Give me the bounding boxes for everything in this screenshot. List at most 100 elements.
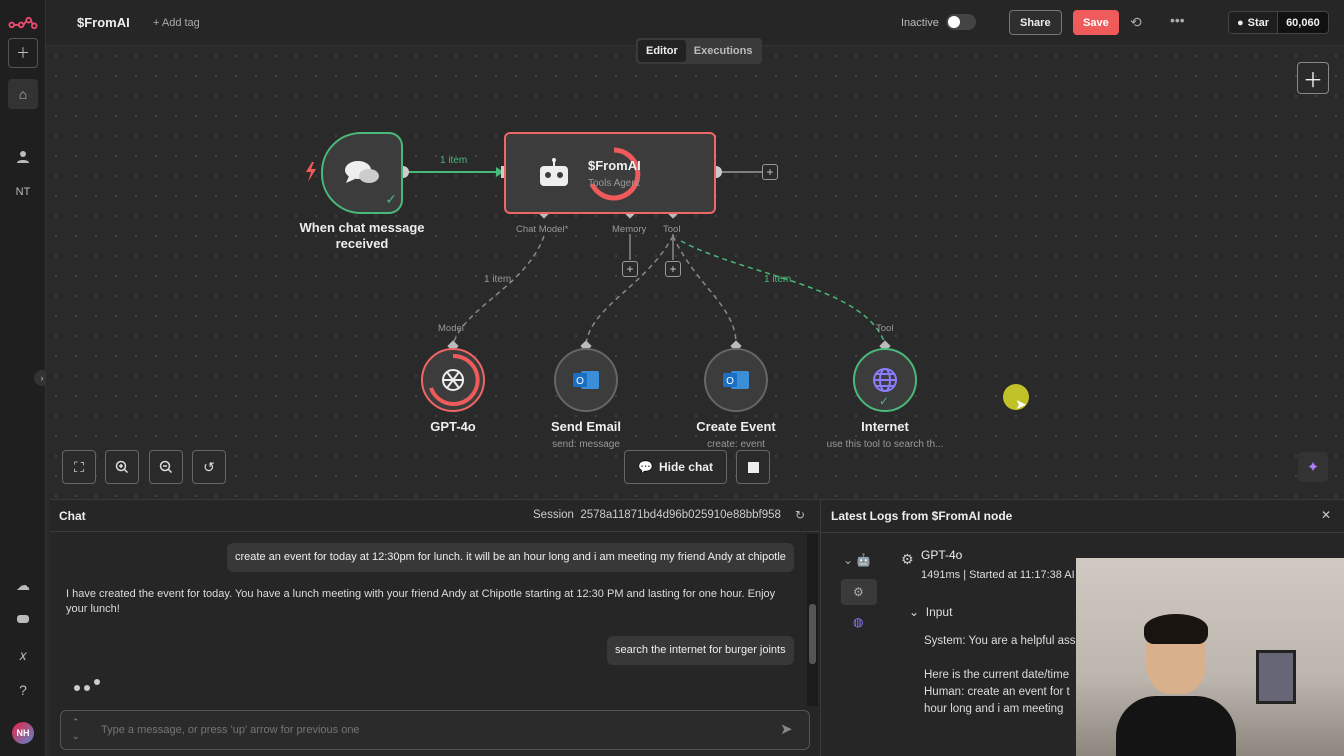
- hide-chat-label: Hide chat: [658, 460, 713, 474]
- session-id: 2578a11871bd4d96b025910e88bbf958: [580, 509, 781, 521]
- share-button[interactable]: Share: [1009, 10, 1062, 35]
- port-label-model: Model: [438, 323, 464, 334]
- svg-text:O: O: [726, 376, 734, 387]
- typing-indicator: [74, 678, 104, 696]
- outlook-icon: O: [723, 371, 749, 389]
- chat-bubble-icon: [345, 161, 379, 183]
- edge-main-label: 1 item: [440, 155, 468, 166]
- variables-icon[interactable]: 𝑥: [19, 646, 27, 663]
- templates-icon[interactable]: [8, 604, 38, 634]
- add-tool-button[interactable]: +: [665, 261, 681, 277]
- github-star-button[interactable]: ●Star 60,060: [1228, 11, 1329, 34]
- save-button[interactable]: Save: [1073, 10, 1119, 35]
- gpt-label: GPT-4o: [430, 419, 476, 434]
- agent-title: $FromAI: [588, 158, 641, 173]
- zoom-in-icon: [115, 460, 129, 474]
- port-label-chat-model: Chat Model*: [516, 224, 569, 235]
- node-internet[interactable]: ✓: [853, 348, 917, 412]
- zoom-in-button[interactable]: [105, 450, 139, 484]
- avatar[interactable]: NH: [12, 722, 34, 744]
- log-line: hour long and i am meeting: [924, 703, 1064, 715]
- node-ai-agent[interactable]: $FromAI Tools Agent: [504, 132, 716, 214]
- home-icon[interactable]: ⌂: [8, 79, 38, 109]
- left-sidebar: ＋ ⌂ NT › ☁ 𝑥 ? NH: [0, 0, 50, 756]
- openai-tree-icon: ⚙: [853, 585, 864, 599]
- node-gpt-4o[interactable]: [421, 348, 485, 412]
- log-model-name: GPT-4o: [921, 548, 963, 562]
- history-icon[interactable]: ⟲: [1130, 14, 1142, 30]
- star-label: Star: [1247, 16, 1270, 29]
- add-memory-button[interactable]: +: [622, 261, 638, 277]
- edge-internet: [680, 240, 886, 345]
- port-label-internet-tool: Tool: [876, 323, 894, 334]
- success-check-icon: ✓: [385, 191, 397, 207]
- log-input-section[interactable]: ⌄ Input: [909, 605, 953, 619]
- cloud-icon[interactable]: ☁: [16, 576, 30, 593]
- chat-message-user: create an event for today at 12:30pm for…: [227, 543, 794, 572]
- star-count: 60,060: [1277, 12, 1328, 33]
- create-event-sub: create: event: [707, 439, 765, 450]
- openai-icon: ⚙: [901, 551, 914, 567]
- send-email-label: Send Email: [550, 419, 622, 434]
- more-icon[interactable]: •••: [1170, 12, 1185, 28]
- port-label-memory: Memory: [612, 224, 647, 235]
- ai-assistant-button[interactable]: ✦: [1298, 452, 1328, 482]
- user-icon[interactable]: [8, 142, 38, 172]
- port-label-tool: Tool: [663, 224, 681, 235]
- node-create-event[interactable]: O: [704, 348, 768, 412]
- globe-icon: [873, 368, 897, 392]
- active-toggle[interactable]: [946, 14, 976, 30]
- add-tag-button[interactable]: + Add tag: [153, 17, 200, 29]
- log-line: Human: create an event for t: [924, 686, 1070, 698]
- zoom-out-button[interactable]: [149, 450, 183, 484]
- presenter: [1116, 614, 1236, 756]
- success-check-icon: ✓: [879, 394, 890, 408]
- log-line: Here is the current date/time: [924, 669, 1070, 681]
- zoom-out-icon: [159, 460, 173, 474]
- outlook-icon: O: [573, 371, 599, 389]
- add-next-node-button[interactable]: +: [762, 164, 778, 180]
- globe-tree-icon[interactable]: ◍: [853, 615, 864, 629]
- fit-view-button[interactable]: ⛶: [62, 450, 96, 484]
- edge-send-email: [585, 235, 674, 345]
- tab-editor[interactable]: Editor: [638, 40, 686, 62]
- hide-chat-button[interactable]: 💬 Hide chat: [624, 450, 727, 484]
- agent-subtitle: Tools Agent: [588, 178, 640, 189]
- agent-tree-icon[interactable]: ⌄ 🤖: [843, 553, 872, 567]
- internet-label: Internet: [861, 419, 909, 434]
- log-line: System: You are a helpful ass: [924, 635, 1076, 647]
- tree-selected-gpt[interactable]: [841, 579, 877, 605]
- stop-icon: [747, 461, 759, 473]
- send-email-sub: send: message: [552, 439, 620, 450]
- robot-icon: [540, 158, 568, 186]
- workflow-title[interactable]: $FromAI: [77, 15, 130, 30]
- reset-zoom-button[interactable]: ↺: [192, 450, 226, 484]
- node-send-email[interactable]: O: [554, 348, 618, 412]
- chat-message-user: search the internet for burger joints: [607, 636, 794, 665]
- logs-title: Latest Logs from $FromAI node: [831, 509, 1013, 523]
- history-arrows-icon[interactable]: ⌃⌄: [72, 717, 80, 741]
- project-initials[interactable]: NT: [15, 186, 31, 198]
- openai-icon: [429, 353, 480, 406]
- close-icon[interactable]: ✕: [1321, 508, 1332, 522]
- webcam-overlay: [1076, 558, 1344, 756]
- chat-scrollbar[interactable]: [807, 534, 818, 706]
- chat-header: Chat Session 2578a11871bd4d96b025910e88b…: [50, 500, 820, 532]
- stop-execution-button[interactable]: [736, 450, 770, 484]
- add-icon[interactable]: ＋: [8, 38, 38, 68]
- chat-icon: 💬: [638, 460, 653, 474]
- n8n-logo-icon[interactable]: [8, 8, 38, 38]
- help-icon[interactable]: ?: [19, 682, 27, 698]
- chat-input[interactable]: [60, 710, 810, 750]
- status-label: Inactive: [901, 17, 939, 29]
- trigger-label: When chat message received: [299, 220, 425, 251]
- cursor-highlight: [1003, 384, 1029, 410]
- internet-sub: use this tool to search th...: [826, 439, 944, 450]
- add-node-button[interactable]: ＋: [1297, 62, 1329, 94]
- send-icon[interactable]: ➤: [780, 721, 793, 738]
- tab-executions[interactable]: Executions: [693, 45, 753, 57]
- node-chat-trigger[interactable]: ✓: [321, 132, 403, 214]
- cursor-icon: ➤: [1015, 396, 1027, 412]
- workflow-canvas[interactable]: Editor Executions ＋ 1 item 1 item 1 item…: [46, 38, 1344, 498]
- reset-session-icon[interactable]: ↻: [795, 508, 806, 522]
